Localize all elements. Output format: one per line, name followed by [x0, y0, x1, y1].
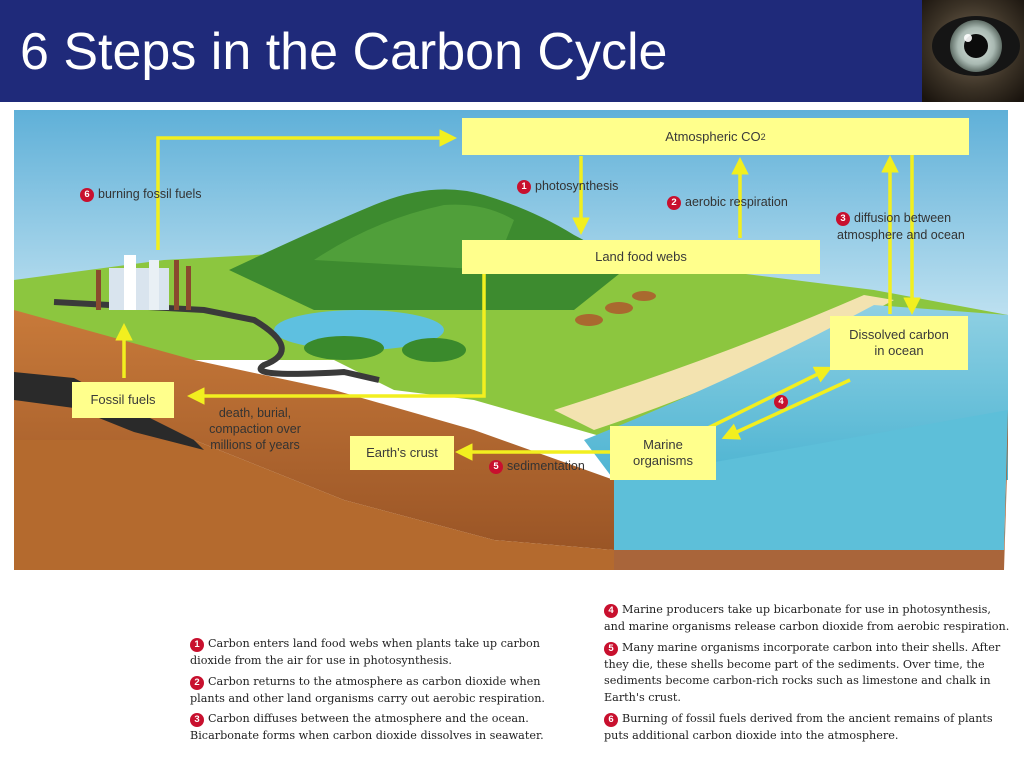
arrow-burning-fossil-fuels — [156, 129, 457, 250]
caption-line: 3 Carbon diffuses between the atmosphere … — [190, 711, 570, 728]
tree-cluster — [402, 338, 466, 362]
title-bar: 6 Steps in the Carbon Cycle — [0, 0, 922, 102]
caption-line: Bicarbonate forms when carbon dioxide di… — [190, 728, 544, 742]
caption-line: and marine organisms release carbon diox… — [604, 619, 1010, 633]
label-step2: 2 aerobic respiration — [667, 194, 788, 210]
dissolved-line2: in ocean — [874, 343, 924, 358]
road — [53, 299, 380, 383]
deer — [575, 291, 656, 326]
step-badge-1: 1 — [517, 180, 531, 194]
caption-text: Burning of fossil fuels derived from the… — [622, 712, 993, 725]
caption-text: Carbon diffuses between the atmosphere a… — [208, 712, 529, 725]
caption-text: Marine producers take up bicarbonate for… — [622, 603, 991, 616]
box-dissolved-carbon: Dissolved carbon in ocean — [830, 316, 968, 370]
caption-line: 2 Carbon returns to the atmosphere as car… — [190, 674, 570, 691]
co2-subscript: 2 — [760, 131, 766, 142]
caption-badge-1: 1 — [190, 638, 204, 652]
box-land-food-webs: Land food webs — [462, 240, 820, 274]
step-badge-5: 5 — [489, 460, 503, 474]
eye-photo — [922, 0, 1024, 102]
death-line1: death, burial, — [218, 406, 292, 420]
box-earths-crust: Earth's crust — [350, 436, 454, 470]
cycle-arrows — [115, 129, 921, 461]
power-plant — [96, 255, 191, 310]
caption-left-3: 3 Carbon diffuses between the atmosphere … — [190, 711, 570, 744]
caption-right-4: 4 Marine producers take up bicarbonate fo… — [604, 602, 1014, 635]
tree-cluster — [304, 336, 384, 360]
caption-text: Carbon returns to the atmosphere as carb… — [208, 675, 541, 688]
caption-line: plants and other land organisms carry ou… — [190, 691, 545, 705]
caption-line: 1 Carbon enters land food webs when plant… — [190, 636, 570, 653]
caption-text: Many marine organisms incorporate carbon… — [622, 641, 1001, 654]
caption-right-6: 6 Burning of fossil fuels derived from th… — [604, 711, 1014, 744]
atmospheric-label: Atmospheric CO — [665, 128, 761, 144]
caption-line: Earth's crust. — [604, 690, 681, 704]
step-badge-2: 2 — [667, 196, 681, 210]
label-step1: 1 photosynthesis — [517, 178, 618, 194]
arrow-dissolved-to-marine — [721, 378, 851, 440]
caption-badge-2: 2 — [190, 676, 204, 690]
step-badge-6: 6 — [80, 188, 94, 202]
fossil-fuels-label: Fossil fuels — [90, 392, 156, 407]
caption-line: dioxide from the air for use in photosyn… — [190, 653, 452, 667]
step5-text: sedimentation — [507, 459, 585, 473]
caption-line: puts additional carbon dioxide into the … — [604, 728, 899, 742]
caption-line: they die, these shells become part of th… — [604, 657, 985, 671]
step2-text: aerobic respiration — [685, 195, 788, 209]
sea-front — [614, 410, 1008, 550]
dissolved-line1: Dissolved carbon — [849, 327, 949, 342]
marine-line2: organisms — [633, 453, 693, 468]
step-badge-3: 3 — [836, 212, 850, 226]
earths-crust-label: Earth's crust — [366, 445, 438, 460]
label-death-burial: death, burial, compaction over millions … — [196, 405, 314, 453]
caption-badge-6: 6 — [604, 713, 618, 727]
box-marine-organisms: Marine organisms — [610, 426, 716, 480]
box-fossil-fuels: Fossil fuels — [72, 382, 174, 418]
soil-cross-section — [14, 310, 614, 550]
step3-text: diffusion between — [854, 211, 952, 225]
caption-badge-4: 4 — [604, 604, 618, 618]
step1-text: photosynthesis — [535, 179, 619, 193]
caption-left-1: 1 Carbon enters land food webs when plant… — [190, 636, 570, 669]
caption-line: 6 Burning of fossil fuels derived from th… — [604, 711, 1014, 728]
death-line2: compaction over — [209, 422, 301, 436]
slide-title: 6 Steps in the Carbon Cycle — [20, 23, 668, 81]
label-step3-line2: atmosphere and ocean — [837, 228, 965, 242]
label-step6: 6 burning fossil fuels — [80, 186, 202, 202]
caption-badge-3: 3 — [190, 713, 204, 727]
sea-floor — [614, 410, 1008, 570]
caption-text: Carbon enters land food webs when plants… — [208, 637, 540, 650]
label-step3: 3 diffusion between — [836, 210, 951, 226]
arrow-marine-to-dissolved — [703, 366, 833, 432]
caption-line: 4 Marine producers take up bicarbonate fo… — [604, 602, 1014, 619]
caption-left-2: 2 Carbon returns to the atmosphere as car… — [190, 674, 570, 707]
soil-bottom — [14, 440, 614, 570]
marine-line1: Marine — [643, 437, 683, 452]
beach — [554, 295, 894, 430]
caption-line: sediments become carbon-rich rocks such … — [604, 674, 991, 687]
label-step5: 5 sedimentation — [489, 458, 585, 474]
step6-text: burning fossil fuels — [98, 187, 202, 201]
caption-line: 5 Many marine organisms incorporate carbo… — [604, 640, 1014, 657]
step-badge-4: 4 — [774, 395, 788, 409]
caption-right-5: 5 Many marine organisms incorporate carbo… — [604, 640, 1014, 706]
caption-badge-5: 5 — [604, 642, 618, 656]
arrow-death-burial — [187, 256, 486, 405]
label-step4: 4 — [774, 393, 792, 409]
land-food-webs-label: Land food webs — [595, 249, 687, 264]
death-line3: millions of years — [210, 438, 300, 452]
